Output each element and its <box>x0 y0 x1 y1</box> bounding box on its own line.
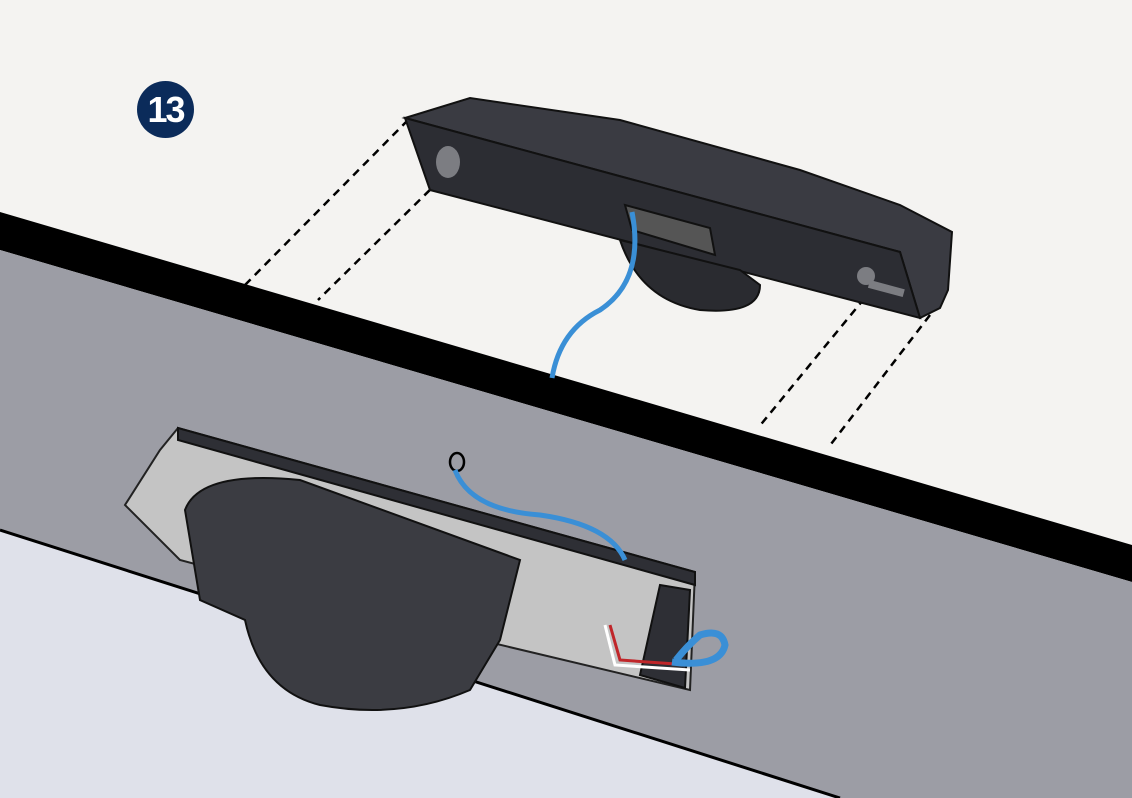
wall-top-edge <box>0 212 1132 582</box>
cable-loop <box>671 629 729 667</box>
alignment-guides <box>244 119 931 449</box>
keyhole-left <box>436 146 460 178</box>
sensor-base-on-wall <box>123 426 697 711</box>
step-number-badge: 13 <box>137 81 194 138</box>
cover-window <box>623 203 717 257</box>
wall-surface <box>0 250 1132 798</box>
sensor-cover <box>401 96 954 320</box>
cable-lower <box>452 469 628 562</box>
cable-upper <box>549 211 638 379</box>
